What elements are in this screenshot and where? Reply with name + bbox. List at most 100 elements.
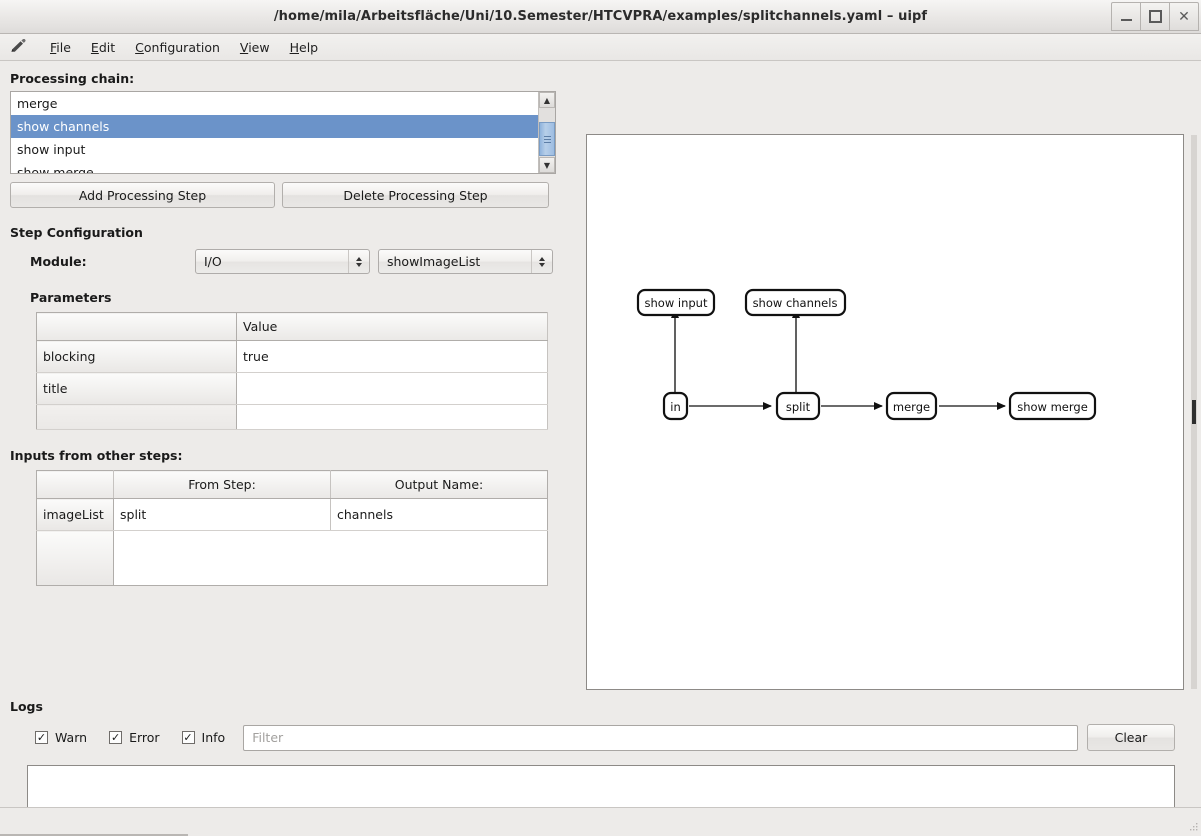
graph-node-label: split: [786, 400, 811, 414]
graph-node-label: show merge: [1017, 400, 1088, 414]
filter-info-label: Info: [202, 730, 226, 745]
maximize-button[interactable]: [1140, 2, 1170, 31]
menu-help[interactable]: Help: [280, 37, 329, 58]
processing-chain-list[interactable]: merge show channels show input show merg…: [10, 91, 556, 174]
table-row-empty[interactable]: [37, 405, 548, 430]
chain-buttons: Add Processing Step Delete Processing St…: [10, 182, 575, 208]
graph-node-in[interactable]: in: [664, 393, 687, 419]
table-header-row: Value: [37, 313, 548, 341]
close-button[interactable]: ✕: [1169, 2, 1199, 31]
parameters-label: Parameters: [30, 290, 575, 305]
parameter-name: blocking: [37, 341, 237, 373]
table-row[interactable]: title: [37, 373, 548, 405]
window-controls: ✕: [1112, 2, 1199, 31]
filter-warn-label: Warn: [55, 730, 87, 745]
list-item[interactable]: show merge: [11, 161, 538, 173]
checkbox-checked-icon: ✓: [182, 731, 195, 744]
graph-nodes: show input show channels in split: [638, 290, 1095, 419]
resize-grip-icon[interactable]: [1188, 823, 1198, 833]
graph-node-show-merge[interactable]: show merge: [1010, 393, 1095, 419]
minimize-icon: [1121, 19, 1132, 21]
inputs-table: From Step: Output Name: imageList split …: [36, 470, 548, 586]
module-select-value: I/O: [196, 254, 348, 269]
clear-logs-button[interactable]: Clear: [1087, 724, 1175, 751]
parameter-value[interactable]: true: [237, 341, 548, 373]
list-item[interactable]: show input: [11, 138, 538, 161]
scrollbar-track[interactable]: [539, 108, 555, 157]
main-body: Processing chain: merge show channels sh…: [0, 61, 1201, 836]
checkbox-checked-icon: ✓: [109, 731, 122, 744]
table-row-empty[interactable]: [37, 531, 548, 586]
scrollbar-grip-icon: [544, 134, 551, 145]
graph-node-merge[interactable]: merge: [887, 393, 936, 419]
parameters-table: Value blocking true title: [36, 312, 548, 430]
function-select[interactable]: showImageList: [378, 249, 553, 274]
scrollbar-thumb[interactable]: [539, 122, 555, 156]
filter-warn-checkbox[interactable]: ✓ Warn: [35, 730, 87, 745]
table-row[interactable]: blocking true: [37, 341, 548, 373]
graph-node-label: in: [670, 400, 680, 414]
input-name: [37, 531, 114, 586]
list-item[interactable]: merge: [11, 92, 538, 115]
chevron-updown-icon: [348, 250, 369, 273]
scroll-up-icon[interactable]: ▲: [539, 92, 555, 108]
logs-title: Logs: [10, 699, 1175, 714]
window-title: /home/mila/Arbeitsfläche/Uni/10.Semester…: [0, 9, 1201, 24]
filter-error-checkbox[interactable]: ✓ Error: [109, 730, 159, 745]
maximize-icon: [1149, 10, 1162, 23]
list-scrollbar[interactable]: ▲ ▼: [538, 92, 555, 173]
chevron-updown-icon: [531, 250, 552, 273]
parameter-name: [37, 405, 237, 430]
title-bar: /home/mila/Arbeitsfläche/Uni/10.Semester…: [0, 0, 1201, 34]
scroll-down-icon[interactable]: ▼: [539, 157, 555, 173]
processing-chain-items: merge show channels show input show merg…: [11, 92, 538, 173]
table-row[interactable]: imageList split channels: [37, 499, 548, 531]
parameter-value[interactable]: [237, 405, 548, 430]
panel-splitter[interactable]: [1191, 135, 1197, 689]
pencil-icon: [8, 39, 28, 55]
processing-chain-label: Processing chain:: [10, 71, 575, 86]
module-row: Module: I/O showImageList: [10, 249, 575, 274]
parameters-col-value: Value: [237, 313, 548, 341]
step-configuration-title: Step Configuration: [10, 225, 575, 240]
input-output-name[interactable]: channels: [331, 499, 548, 531]
splitter-handle-icon: [1192, 400, 1196, 424]
parameter-value[interactable]: [237, 373, 548, 405]
graph-node-show-channels[interactable]: show channels: [746, 290, 845, 315]
graph-node-label: show input: [645, 296, 708, 310]
checkbox-checked-icon: ✓: [35, 731, 48, 744]
status-bar: [0, 807, 1201, 836]
input-name: imageList: [37, 499, 114, 531]
delete-processing-step-button[interactable]: Delete Processing Step: [282, 182, 549, 208]
parameter-name: title: [37, 373, 237, 405]
function-select-value: showImageList: [379, 254, 531, 269]
parameters-col-name: [37, 313, 237, 341]
filter-info-checkbox[interactable]: ✓ Info: [182, 730, 226, 745]
pipeline-graph: show input show channels in split: [587, 135, 1183, 689]
logs-controls: ✓ Warn ✓ Error ✓ Info Filter Clear: [10, 724, 1175, 751]
menu-edit[interactable]: Edit: [81, 37, 125, 58]
inputs-col-name: [37, 471, 114, 499]
minimize-button[interactable]: [1111, 2, 1141, 31]
graph-node-show-input[interactable]: show input: [638, 290, 714, 315]
module-select[interactable]: I/O: [195, 249, 370, 274]
close-icon: ✕: [1178, 10, 1190, 24]
graph-node-label: merge: [893, 400, 930, 414]
log-filter-input[interactable]: Filter: [243, 725, 1078, 751]
list-item-selected[interactable]: show channels: [11, 115, 538, 138]
graph-edges: [675, 310, 1005, 406]
graph-node-split[interactable]: split: [777, 393, 819, 419]
menu-file[interactable]: FFileile: [40, 37, 81, 58]
pipeline-graph-panel[interactable]: show input show channels in split: [586, 134, 1184, 690]
input-from-step[interactable]: split: [114, 499, 331, 531]
inputs-col-from-step: From Step:: [114, 471, 331, 499]
input-empty-cell[interactable]: [114, 531, 548, 586]
menu-configuration[interactable]: Configuration: [125, 37, 230, 58]
graph-node-label: show channels: [753, 296, 838, 310]
module-label: Module:: [10, 254, 195, 269]
add-processing-step-button[interactable]: Add Processing Step: [10, 182, 275, 208]
filter-error-label: Error: [129, 730, 159, 745]
inputs-label: Inputs from other steps:: [10, 448, 575, 463]
menu-view[interactable]: View: [230, 37, 280, 58]
